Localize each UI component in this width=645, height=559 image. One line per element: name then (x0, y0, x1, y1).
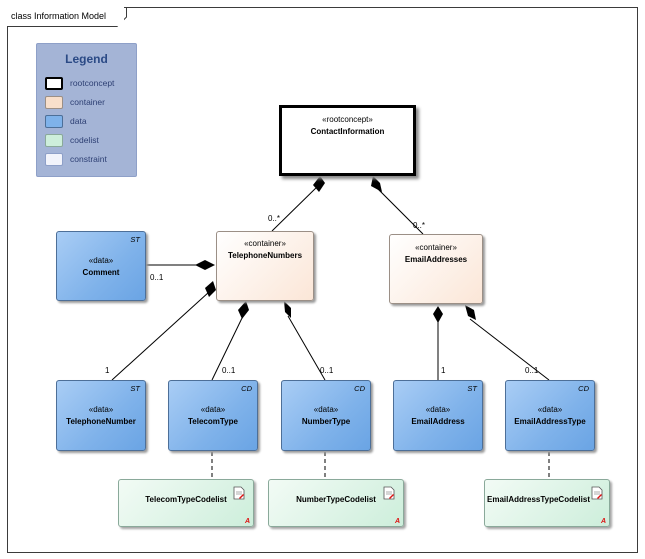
legend-label: rootconcept (70, 78, 115, 88)
diamond-email-address-type (465, 305, 476, 320)
diamond-telephone-number (205, 281, 216, 297)
abstract-marker: A (244, 518, 250, 525)
document-icon (383, 486, 395, 500)
legend-label: container (70, 97, 105, 107)
class-stereotype: «data» (200, 405, 226, 414)
class-name: NumberTypeCodelist (296, 495, 376, 504)
link-contact-emails (372, 183, 424, 235)
class-name: TelephoneNumbers (227, 251, 303, 260)
multiplicity-emails: 0..* (413, 221, 426, 230)
class-type-tag: CD (354, 384, 365, 393)
legend-panel: Legend rootconcept container data codeli… (36, 43, 137, 177)
diamond-contact-emails (371, 176, 382, 192)
class-email-address-type[interactable]: CD «data» EmailAddressType (505, 380, 595, 451)
class-comment[interactable]: ST «data» Comment (56, 231, 146, 301)
class-stereotype: «data» (88, 405, 114, 414)
multiplicity-telecom-type: 0..1 (222, 366, 236, 375)
class-stereotype: «container» (415, 243, 457, 252)
class-type-tag: ST (467, 384, 477, 393)
multiplicity-email-address: 1 (441, 366, 446, 375)
class-name: NumberType (301, 417, 351, 426)
diamond-comment (195, 260, 215, 270)
legend-item-constraint: constraint (45, 153, 133, 169)
multiplicity-number-type: 0..1 (320, 366, 334, 375)
class-email-address[interactable]: ST «data» EmailAddress (393, 380, 483, 451)
class-name: ContactInformation (310, 127, 385, 136)
class-number-type-codelist[interactable]: NumberTypeCodelist A (268, 479, 404, 527)
class-name: EmailAddressType (514, 417, 586, 426)
legend-item-container: container (45, 96, 133, 112)
multiplicity-telephones: 0..* (268, 214, 281, 223)
link-telephones-telephone-number (111, 291, 210, 381)
multiplicity-telephone-number: 1 (105, 366, 110, 375)
class-name: TelephoneNumber (66, 417, 136, 426)
link-emails-email-address-type (469, 318, 550, 381)
class-name: TelecomType (188, 417, 238, 426)
link-contact-telephones (271, 183, 321, 232)
document-icon (233, 486, 245, 500)
legend-label: constraint (70, 154, 107, 164)
class-telecom-type-codelist[interactable]: TelecomTypeCodelist A (118, 479, 254, 527)
legend-item-data: data (45, 115, 133, 131)
class-type-tag: CD (578, 384, 589, 393)
diamond-email-address (433, 306, 443, 323)
class-stereotype: «rootconcept» (322, 115, 373, 124)
class-name: TelecomTypeCodelist (145, 495, 227, 504)
legend-title: Legend (65, 52, 108, 66)
legend-swatch-codelist (45, 134, 63, 147)
link-telephones-telecom-type (211, 315, 244, 381)
class-stereotype: «data» (425, 405, 451, 414)
link-telephones-number-type (287, 315, 326, 381)
diamond-contact-telephones (313, 176, 325, 192)
document-icon (591, 486, 603, 500)
class-telephone-number[interactable]: ST «data» TelephoneNumber (56, 380, 146, 451)
multiplicity-comment: 0..1 (150, 273, 164, 282)
frame-title: class Information Model (7, 7, 125, 26)
multiplicity-email-address-type: 0..1 (525, 366, 539, 375)
class-name: EmailAddressTypeCodelist (487, 495, 590, 504)
abstract-marker: A (600, 518, 606, 525)
class-stereotype: «data» (313, 405, 339, 414)
class-telecom-type[interactable]: CD «data» TelecomType (168, 380, 258, 451)
legend-item-rootconcept: rootconcept (45, 77, 133, 93)
class-email-addresses[interactable]: «container» EmailAddresses (389, 234, 483, 304)
class-name: EmailAddress (411, 417, 465, 426)
legend-item-codelist: codelist (45, 134, 133, 150)
legend-swatch-constraint (45, 153, 63, 166)
class-stereotype: «container» (244, 239, 286, 248)
class-type-tag: ST (130, 235, 140, 244)
legend-swatch-container (45, 96, 63, 109)
class-telephone-numbers[interactable]: «container» TelephoneNumbers (216, 231, 314, 301)
class-name: EmailAddresses (404, 255, 468, 264)
diamond-telecom-type (238, 301, 249, 319)
class-type-tag: CD (241, 384, 252, 393)
legend-label: data (70, 116, 87, 126)
class-contact-information[interactable]: «rootconcept» ContactInformation (279, 105, 416, 176)
abstract-marker: A (394, 518, 400, 525)
class-number-type[interactable]: CD «data» NumberType (281, 380, 371, 451)
class-name: Comment (82, 268, 120, 277)
legend-label: codelist (70, 135, 99, 145)
legend-swatch-data (45, 115, 63, 128)
class-email-address-type-codelist[interactable]: EmailAddressTypeCodelist A (484, 479, 610, 527)
class-type-tag: ST (130, 384, 140, 393)
diamond-number-type (284, 301, 291, 318)
class-stereotype: «data» (88, 256, 114, 265)
class-stereotype: «data» (537, 405, 563, 414)
legend-swatch-rootconcept (45, 77, 63, 90)
